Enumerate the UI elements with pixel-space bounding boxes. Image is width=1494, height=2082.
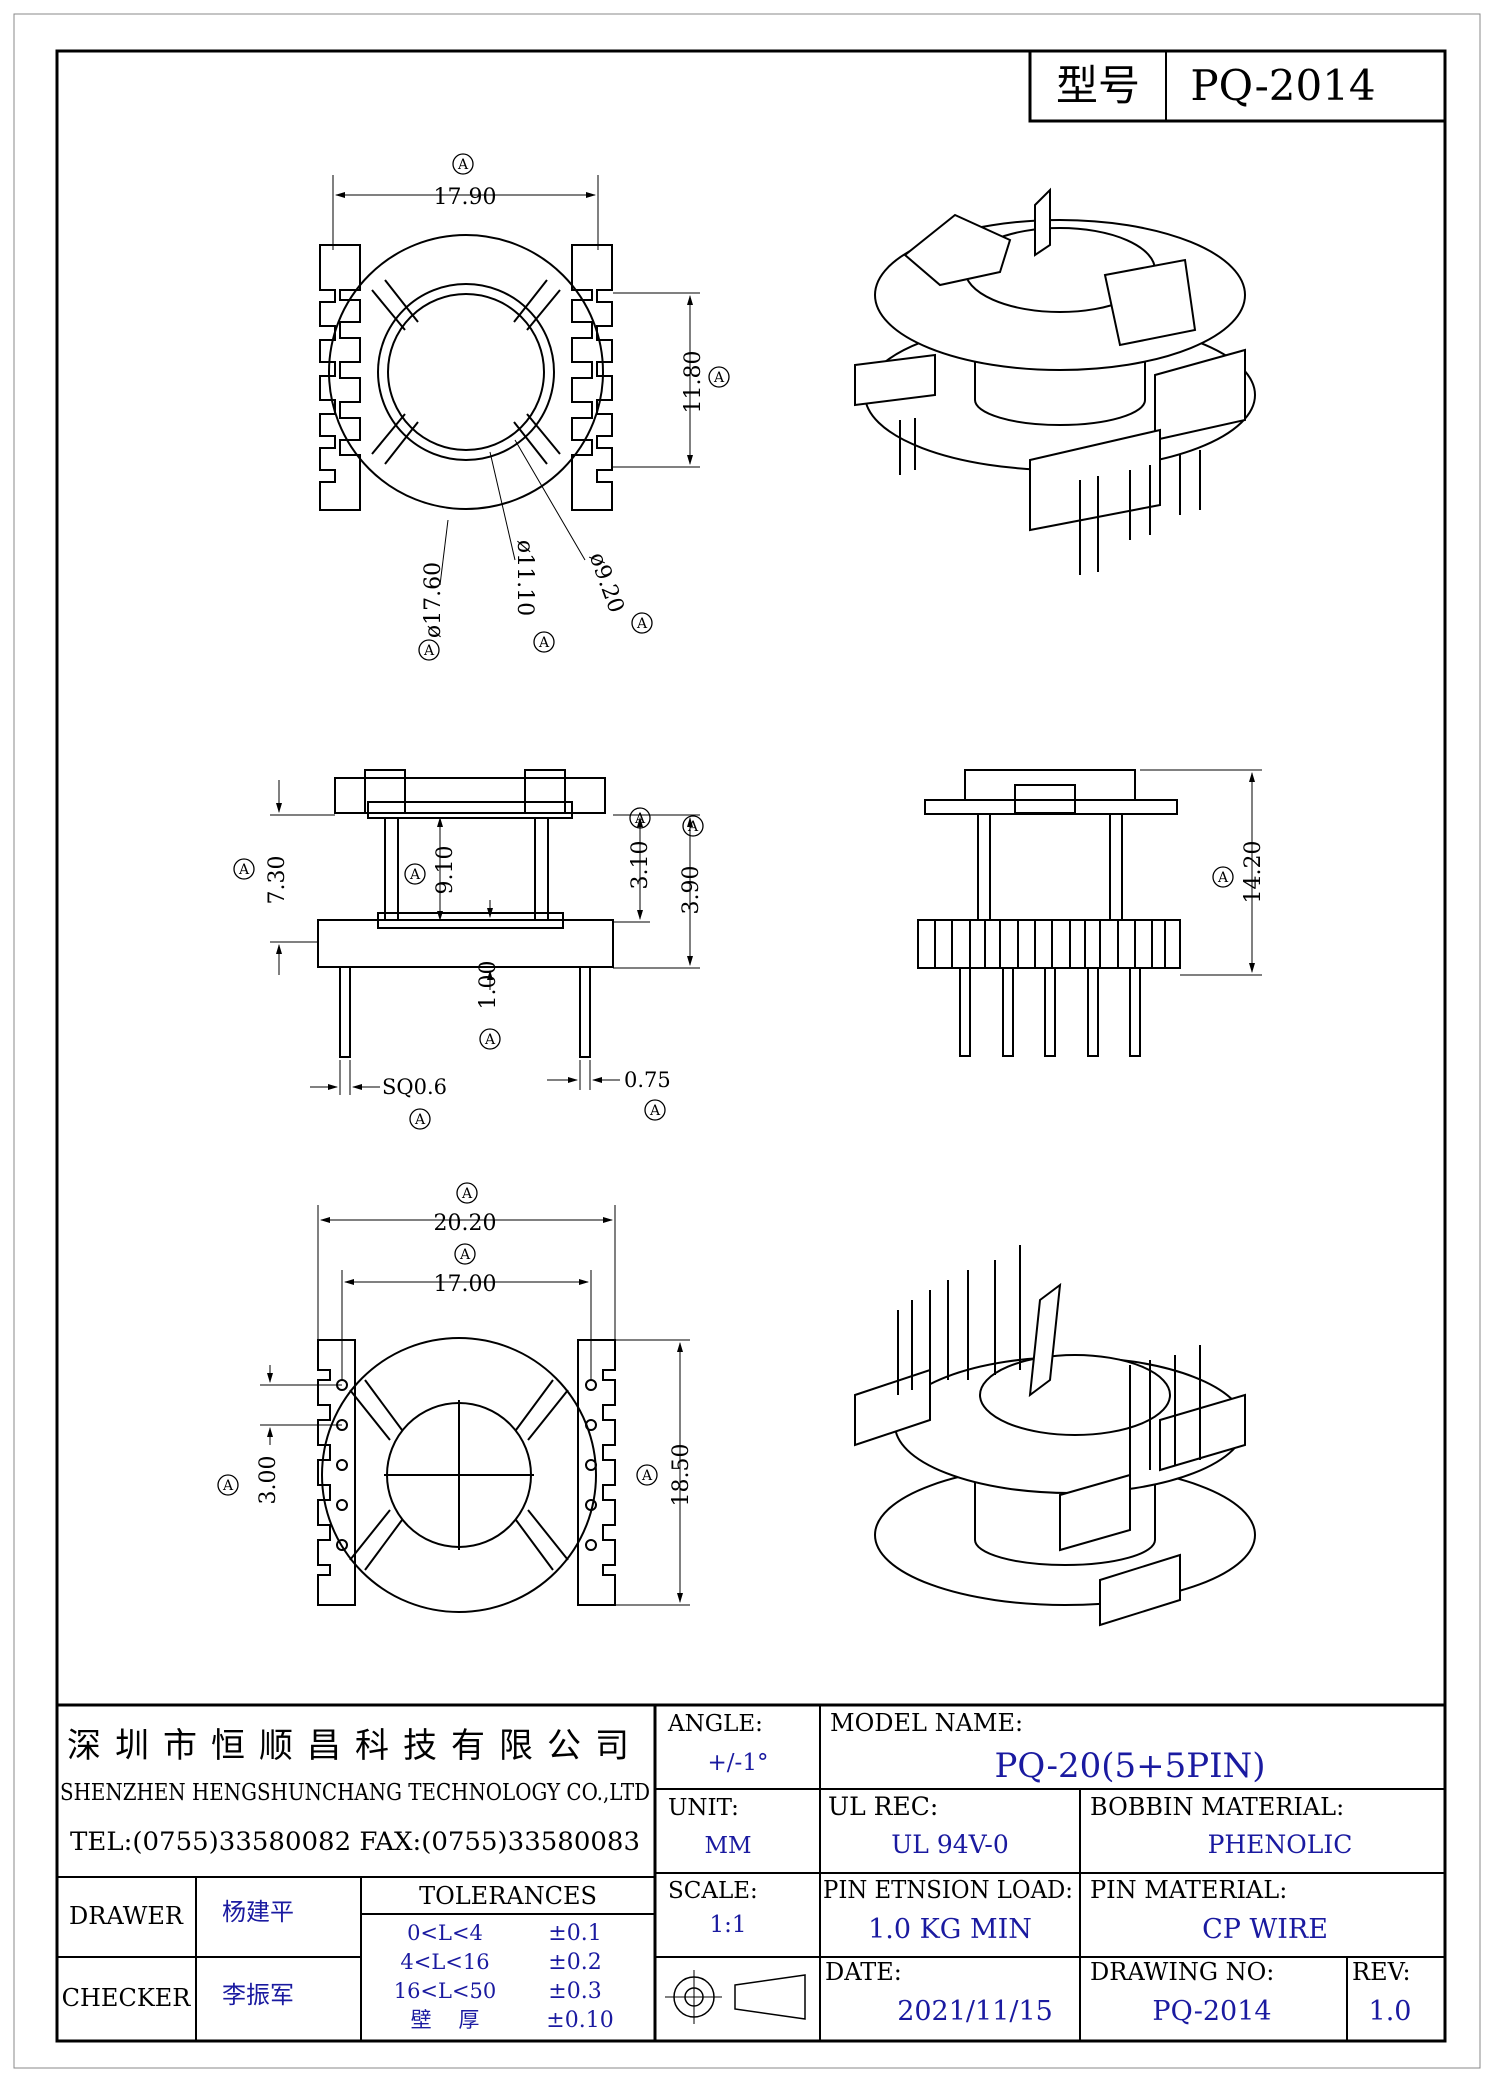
dim-height: 11.80: [681, 351, 706, 414]
outer-border: [13, 13, 1481, 2069]
tol-range-4: 壁 厚: [411, 2008, 480, 2032]
company-name-en: SHENZHEN HENGSHUNCHANG TECHNOLOGY CO.,LT…: [60, 1780, 650, 1806]
angle-value: +/-1°: [708, 1750, 769, 1776]
unit-value: MM: [704, 1833, 751, 1859]
dim-pin-offset: 1.00: [476, 961, 501, 1010]
svg-text:A: A: [713, 370, 725, 386]
dim-width: 17.90: [434, 185, 497, 210]
unit-label: UNIT:: [668, 1795, 739, 1821]
ul-value: UL 94V-0: [891, 1830, 1009, 1859]
front-view: [917, 769, 1262, 1057]
dim-h-flange1: 3.10: [628, 841, 653, 890]
scale-value: 1:1: [709, 1912, 746, 1938]
pin-load-value: 1.0 KG MIN: [868, 1914, 1032, 1945]
rev-value: 1.0: [1369, 1996, 1412, 2027]
dim-pin-square: SQ0.6: [382, 1075, 447, 1099]
tolerances-label: TOLERANCES: [419, 1882, 597, 1910]
svg-text:A: A: [484, 1032, 496, 1048]
tol-value-1: ±0.1: [548, 1921, 601, 1946]
dim-d-inner: ø9.20: [584, 549, 629, 616]
bottom-view-dims: 20.20 17.00 3.00 18.50 A A A A: [217, 1182, 694, 1507]
ul-label: UL REC:: [828, 1792, 938, 1821]
top-view-dims: 17.90 11.80 ø17.60 ø11.10 ø9.20 A A A A …: [418, 153, 730, 661]
drawing-no-label: DRAWING NO:: [1090, 1958, 1274, 1986]
title-block-text: 深圳市恒顺昌科技有限公司 SHENZHEN HENGSHUNCHANG TECH…: [60, 1709, 1411, 2033]
tol-range-3: 16<L<50: [394, 1979, 497, 2003]
model-header-label: 型号: [1056, 61, 1140, 110]
bobbin-material-label: BOBBIN MATERIAL:: [1090, 1793, 1344, 1821]
rev-label: REV:: [1352, 1958, 1411, 1986]
pin-material-value: CP WIRE: [1202, 1914, 1328, 1945]
model-name-label: MODEL NAME:: [830, 1709, 1023, 1737]
svg-text:A: A: [1217, 870, 1229, 886]
scale-label: SCALE:: [668, 1878, 758, 1904]
drawer-label: DRAWER: [69, 1902, 184, 1930]
title-block: [55, 1703, 1447, 2043]
svg-text:A: A: [461, 1186, 473, 1202]
svg-text:A: A: [423, 643, 435, 659]
bottom-view: [260, 1205, 690, 1613]
iso-view-top: [854, 187, 1256, 575]
pin-load-label: PIN ETNSION LOAD:: [823, 1876, 1073, 1904]
drawing-no-value: PQ-2014: [1152, 1996, 1271, 2027]
tol-value-4: ±0.10: [546, 2008, 613, 2033]
top-view: [319, 175, 700, 586]
tol-value-3: ±0.3: [548, 1979, 601, 2004]
svg-text:A: A: [636, 616, 648, 632]
checker-label: CHECKER: [62, 1984, 192, 2012]
dim-front-height: 14.20: [1241, 841, 1266, 904]
model-name-value: PQ-20(5+5PIN): [994, 1746, 1265, 1786]
bobbin-material-value: PHENOLIC: [1208, 1830, 1353, 1859]
model-header-value: PQ-2014: [1190, 61, 1375, 110]
dim-d-outer: ø17.60: [421, 562, 446, 638]
pin-material-label: PIN MATERIAL:: [1090, 1876, 1287, 1904]
svg-text:A: A: [641, 1468, 653, 1484]
dim-d-mid: ø11.10: [512, 540, 537, 616]
dim-bottom-height: 18.50: [669, 1444, 694, 1507]
tol-range-2: 4<L<16: [400, 1950, 489, 1974]
dim-pin-gap: 0.75: [624, 1068, 671, 1092]
svg-text:A: A: [414, 1112, 426, 1128]
date-label: DATE:: [825, 1958, 902, 1986]
drawer-value: 杨建平: [222, 1898, 294, 1926]
date-value: 2021/11/15: [897, 1996, 1053, 2027]
svg-text:A: A: [649, 1103, 661, 1119]
svg-text:A: A: [222, 1478, 234, 1494]
front-view-dims: 14.20 A: [1212, 841, 1266, 904]
tol-range-1: 0<L<4: [407, 1921, 483, 1945]
svg-text:A: A: [238, 862, 250, 878]
svg-text:A: A: [457, 157, 469, 173]
svg-text:A: A: [409, 867, 421, 883]
dim-h-flange2: 3.90: [679, 866, 704, 915]
tol-value-2: ±0.2: [548, 1950, 601, 1975]
side-view: [270, 769, 700, 1095]
svg-text:A: A: [634, 811, 646, 827]
model-header: 型号 PQ-2014: [1028, 49, 1447, 123]
side-view-dims: 7.30 9.10 3.10 3.90 1.00 SQ0.6 0.75 A A …: [233, 807, 704, 1130]
checker-value: 李振军: [222, 1981, 294, 2009]
company-contact: TEL:(0755)33580082 FAX:(0755)33580083: [70, 1827, 640, 1856]
svg-text:A: A: [538, 635, 550, 651]
angle-label: ANGLE:: [667, 1711, 763, 1737]
company-name-cn: 深圳市恒顺昌科技有限公司: [67, 1726, 643, 1766]
dim-h-core: 9.10: [433, 846, 458, 895]
dim-pitch: 3.00: [256, 1456, 281, 1505]
svg-text:A: A: [687, 819, 699, 835]
dim-bottom-width: 20.20: [434, 1211, 497, 1236]
svg-text:A: A: [459, 1247, 471, 1263]
iso-view-bottom: [854, 1245, 1256, 1627]
dim-pin-span: 17.00: [434, 1272, 497, 1297]
dim-h-total: 7.30: [265, 856, 290, 905]
